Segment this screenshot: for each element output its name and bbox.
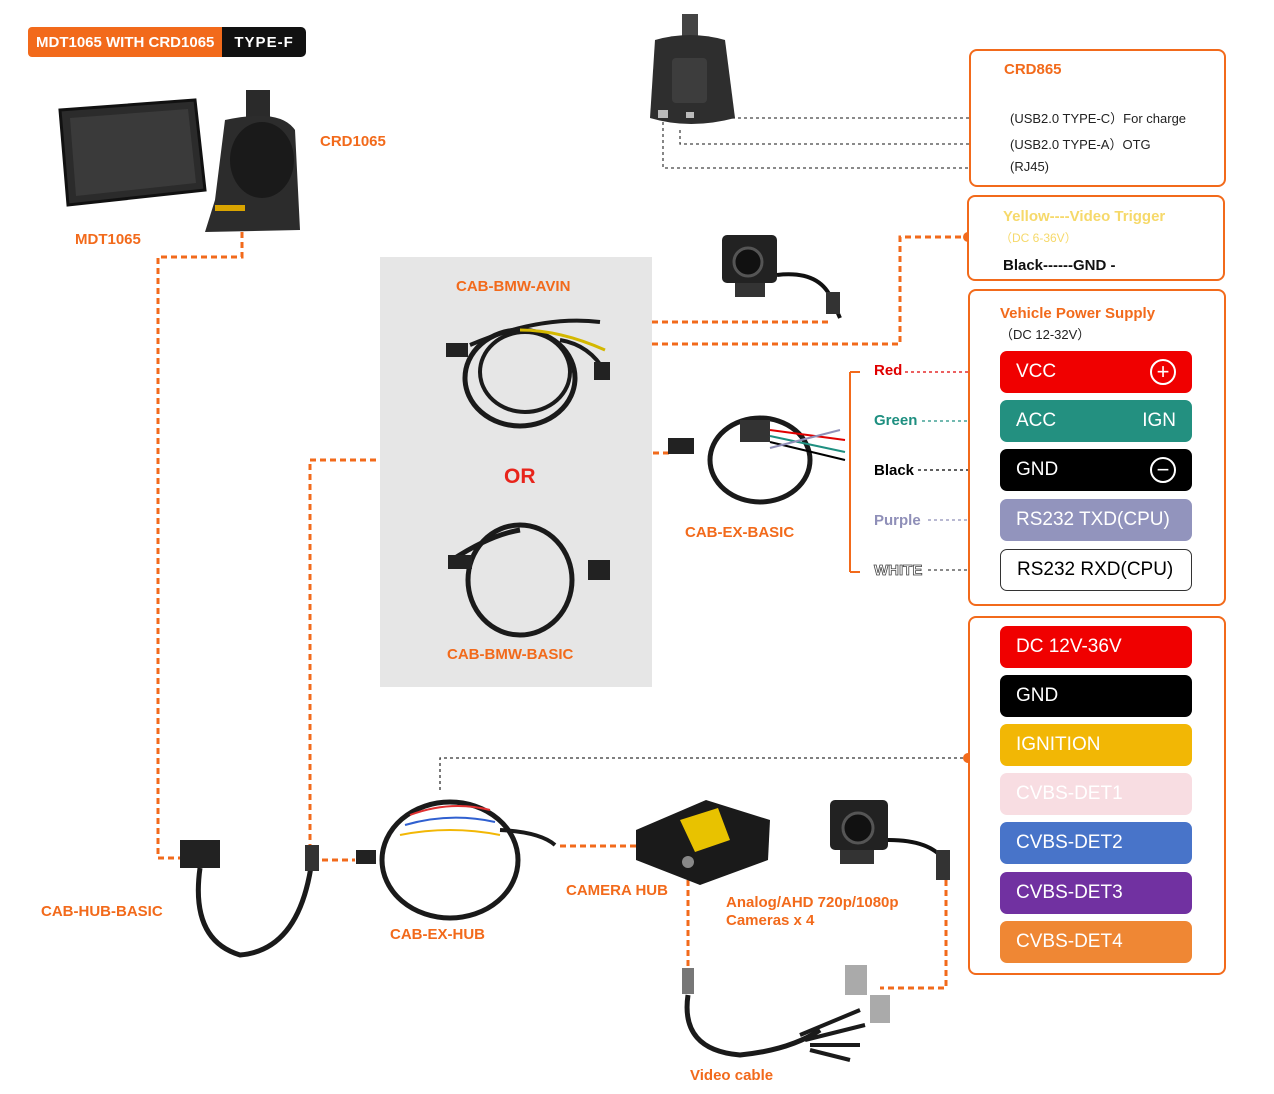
cab-hub-basic-image — [180, 840, 319, 958]
plus-icon: + — [1150, 359, 1176, 385]
crd865-title: CRD865 — [1004, 61, 1062, 78]
pill-hub-gnd: GND — [1000, 675, 1192, 717]
cab-bmw-basic-label: CAB-BMW-BASIC — [447, 646, 574, 663]
pill-gnd: GND − — [1000, 449, 1192, 491]
camera-hub-image — [636, 800, 770, 885]
pill-cvbs-det2-text: CVBS-DET2 — [1016, 832, 1123, 853]
type-badge: TYPE-F — [222, 27, 306, 57]
pill-cvbs-det4: CVBS-DET4 — [1000, 921, 1192, 963]
cab-ex-basic-image — [668, 415, 846, 505]
trigger-voltage: （DC 6-36V） — [1000, 231, 1077, 245]
cameras-label-line2: Cameras x 4 — [726, 912, 815, 929]
power-voltage: （DC 12-32V） — [1000, 327, 1091, 342]
mdt1065-tablet-image — [58, 98, 207, 207]
crd865-panel — [969, 49, 1226, 187]
pill-acc-text: ACC — [1016, 410, 1057, 431]
crd865-port-rj45: (RJ45) — [1010, 159, 1050, 174]
cameras-label-line1: Analog/AHD 720p/1080p — [726, 894, 899, 911]
cab-ex-hub-image — [356, 799, 557, 921]
header-badge: MDT1065 WITH CRD1065 TYPE-F — [28, 27, 306, 57]
pill-vcc: VCC + — [1000, 351, 1192, 393]
crd1065-label: CRD1065 — [320, 133, 386, 150]
cab-ex-basic-label: CAB-EX-BASIC — [685, 524, 795, 541]
crd1065-cradle-image — [205, 90, 300, 232]
video-cable-image — [682, 965, 890, 1062]
cab-bmw-avin-label: CAB-BMW-AVIN — [456, 278, 571, 295]
trigger-title: Yellow----Video Trigger — [1003, 208, 1166, 225]
trigger-gnd: Black------GND - — [1003, 257, 1116, 274]
crd865-port-usba: (USB2.0 TYPE-A）OTG — [1010, 137, 1151, 152]
pill-rxd-text: RS232 RXD(CPU) — [1017, 559, 1174, 580]
pill-acc: ACC IGN — [1000, 400, 1192, 442]
pill-cvbs-det3-text: CVBS-DET3 — [1016, 882, 1123, 903]
camera-hub-label: CAMERA HUB — [566, 882, 668, 899]
pill-gnd-text: GND — [1016, 459, 1059, 480]
wire-label-black: Black — [874, 462, 915, 479]
pill-cvbs-det2: CVBS-DET2 — [1000, 822, 1192, 864]
header-title: MDT1065 WITH CRD1065 — [28, 27, 223, 57]
camera-image-top — [722, 235, 842, 319]
pill-cvbs-det3: CVBS-DET3 — [1000, 872, 1192, 914]
camera-image-bottom — [830, 800, 950, 880]
wire-label-purple: Purple — [874, 512, 921, 529]
video-trigger-panel — [967, 195, 1225, 281]
wire-label-red: Red — [874, 362, 903, 379]
power-title: Vehicle Power Supply — [1000, 305, 1156, 322]
wire-label-green: Green — [874, 412, 918, 429]
pill-dc: DC 12V-36V — [1000, 626, 1192, 668]
pill-rs232-rxd: RS232 RXD(CPU) — [1000, 549, 1192, 591]
pill-txd-text: RS232 TXD(CPU) — [1016, 509, 1170, 530]
video-cable-label: Video cable — [690, 1067, 774, 1084]
or-label: OR — [504, 465, 536, 488]
crd865-port-usbc: (USB2.0 TYPE-C）For charge — [1010, 111, 1187, 126]
pill-cvbs-det4-text: CVBS-DET4 — [1016, 931, 1123, 952]
pill-ignition-text: IGNITION — [1016, 734, 1101, 755]
mdt1065-label: MDT1065 — [75, 231, 141, 248]
minus-icon: − — [1150, 457, 1176, 483]
cab-hub-basic-label: CAB-HUB-BASIC — [41, 903, 163, 920]
pill-hub-gnd-text: GND — [1016, 685, 1059, 706]
pill-cvbs-det1-text: CVBS-DET1 — [1016, 783, 1123, 804]
cab-ex-hub-label: CAB-EX-HUB — [390, 926, 485, 943]
crd865-image — [650, 14, 735, 124]
pill-rs232-txd: RS232 TXD(CPU) — [1000, 499, 1192, 541]
pill-ign-text: IGN — [1142, 410, 1176, 431]
pill-cvbs-det1: CVBS-DET1 — [1000, 773, 1192, 815]
pill-dc-text: DC 12V-36V — [1016, 636, 1122, 657]
pill-vcc-text: VCC — [1016, 361, 1057, 382]
pill-ignition: IGNITION — [1000, 724, 1192, 766]
wire-label-white: WHITE — [874, 562, 923, 580]
